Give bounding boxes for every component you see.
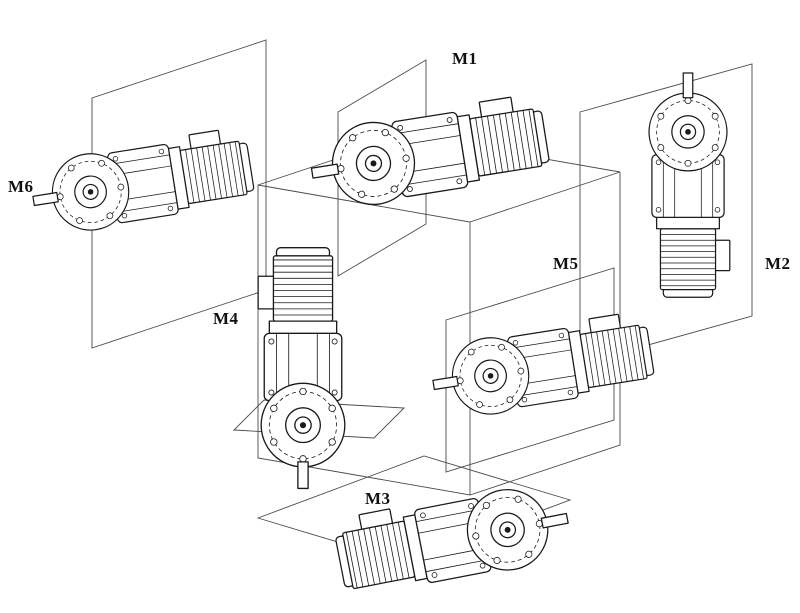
gearmotor-m1 [304, 92, 553, 215]
gearmotor-m2 [648, 72, 731, 298]
mounting-plane-m1 [337, 59, 427, 277]
gearmotor-m5 [426, 309, 657, 424]
label-m4: M4 [213, 309, 239, 328]
label-m5: M5 [553, 254, 579, 273]
label-m1: M1 [452, 49, 478, 68]
gearmotor-m4 [257, 247, 346, 490]
mounting-plane-m2 [579, 63, 753, 365]
mounting-plane-m5 [445, 267, 615, 473]
label-m2: M2 [765, 254, 791, 273]
label-m6: M6 [8, 177, 34, 196]
label-m3: M3 [365, 489, 391, 508]
gearmotor-m6 [26, 125, 257, 240]
